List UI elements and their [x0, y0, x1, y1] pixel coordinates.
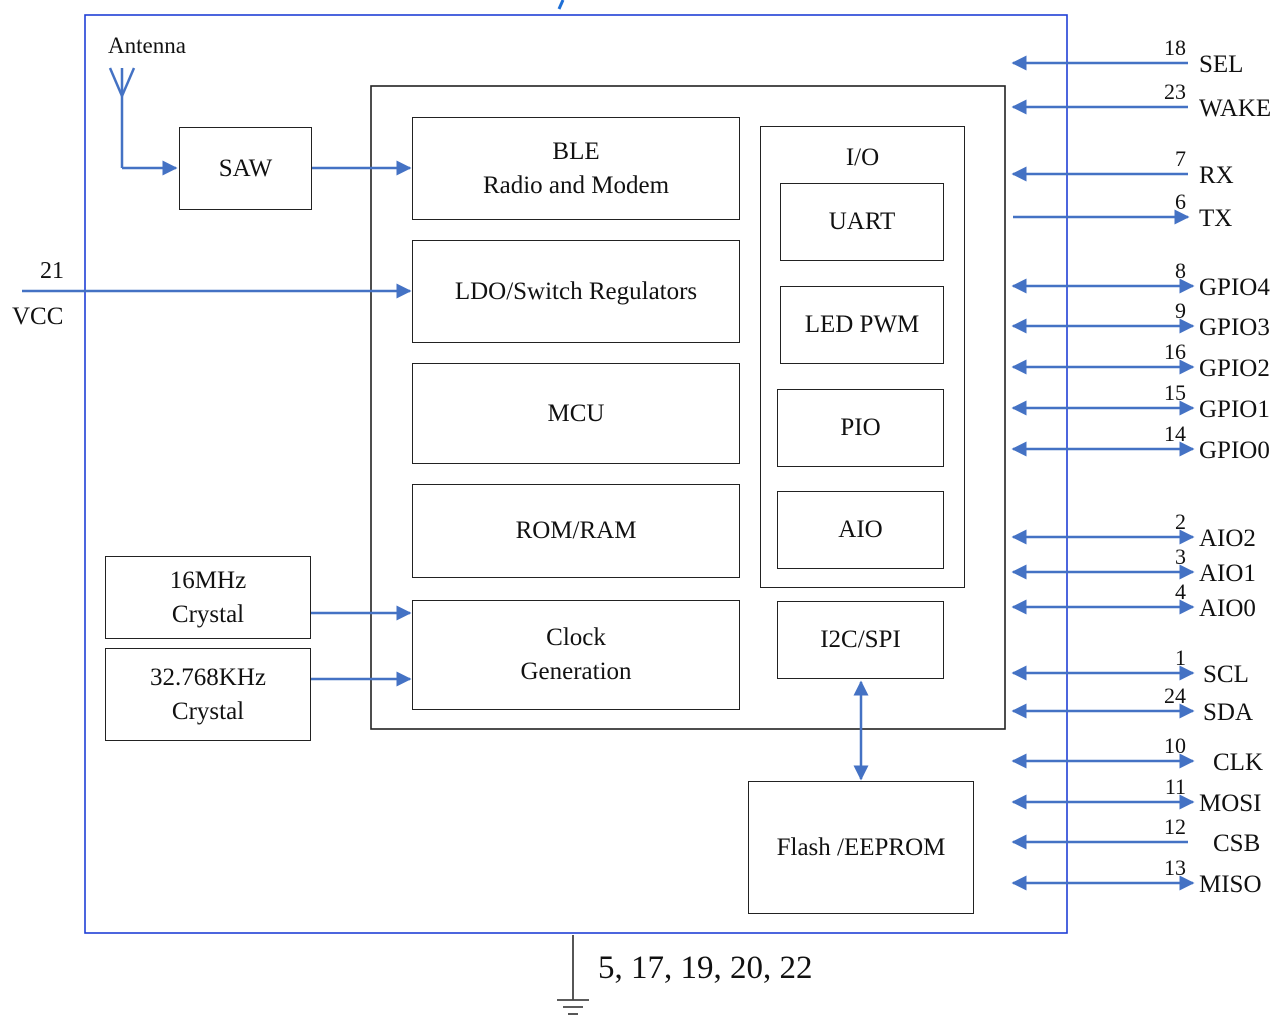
- i2c-spi-label: I2C/SPI: [820, 626, 901, 653]
- pin-signal-gpio0: GPIO0: [1199, 437, 1270, 464]
- pin-number-sda: 24: [1164, 683, 1186, 708]
- flash-eeprom-block: Flash /EEPROM: [748, 781, 974, 914]
- title-fragment: [557, 0, 565, 10]
- crystal16-label: 16MHz: [169, 566, 247, 594]
- aio-block: AIO: [777, 491, 944, 569]
- saw-label: SAW: [218, 154, 273, 182]
- antenna-icon: [108, 67, 136, 168]
- pin-number-miso: 13: [1164, 855, 1186, 880]
- pin-signal-rx: RX: [1199, 162, 1234, 189]
- clock-sublabel: Generation: [520, 658, 632, 685]
- pin-number-aio2: 2: [1175, 509, 1186, 534]
- clock-generation-block: Clock Generation: [412, 600, 740, 710]
- pin-number-gpio1: 15: [1164, 380, 1186, 405]
- mcu-block: MCU: [412, 363, 740, 464]
- ble-sublabel: Radio and Modem: [482, 171, 670, 199]
- pin-signal-gpio3: GPIO3: [1199, 314, 1270, 341]
- ground-icon: [557, 935, 589, 1015]
- antenna-label: Antenna: [108, 33, 186, 58]
- pin-signal-miso: MISO: [1199, 871, 1262, 898]
- pin-signal-wake: WAKE: [1199, 95, 1272, 122]
- pin-signal-aio1: AIO1: [1199, 560, 1256, 587]
- vcc-pin-number: 21: [40, 258, 64, 284]
- pio-block: PIO: [777, 389, 944, 467]
- pin-number-sel: 18: [1164, 35, 1186, 60]
- crystal32-label: 32.768KHz: [150, 663, 266, 691]
- ldo-label: LDO/Switch Regulators: [454, 277, 698, 305]
- chip-outline: [370, 85, 1006, 730]
- pin-number-gpio3: 9: [1175, 298, 1186, 323]
- pin-number-csb: 12: [1164, 814, 1186, 839]
- pin-signal-tx: TX: [1199, 205, 1233, 232]
- pio-label: PIO: [840, 414, 881, 441]
- crystal16-sublabel: Crystal: [171, 600, 245, 628]
- rom-ram-label: ROM/RAM: [515, 517, 637, 544]
- pin-signal-clk: CLK: [1213, 749, 1263, 776]
- pin-signal-scl: SCL: [1203, 661, 1249, 688]
- pin-signal-sda: SDA: [1203, 699, 1254, 726]
- ldo-block: LDO/Switch Regulators: [412, 240, 740, 343]
- ground-pins-label: 5, 17, 19, 20, 22: [598, 950, 813, 986]
- flash-label: Flash /EEPROM: [776, 833, 946, 861]
- io-title: I/O: [845, 144, 880, 171]
- crystal-16mhz-block: 16MHz Crystal: [105, 556, 311, 639]
- mcu-label: MCU: [547, 399, 605, 427]
- pin-number-clk: 10: [1164, 733, 1186, 758]
- pin-signal-aio0: AIO0: [1199, 595, 1256, 622]
- pin-signal-gpio2: GPIO2: [1199, 355, 1270, 382]
- pin-number-aio0: 4: [1175, 579, 1186, 604]
- pin-number-scl: 1: [1175, 645, 1186, 670]
- rom-ram-block: ROM/RAM: [412, 484, 740, 578]
- pin-signal-aio2: AIO2: [1199, 525, 1256, 552]
- i2c-spi-block: I2C/SPI: [777, 601, 944, 679]
- pin-signal-csb: CSB: [1213, 830, 1261, 857]
- pin-number-mosi: 11: [1164, 774, 1186, 799]
- saw-block: SAW: [179, 127, 312, 210]
- pin-number-aio1: 3: [1175, 544, 1186, 569]
- vcc-label: VCC: [12, 303, 64, 330]
- uart-label: UART: [828, 208, 896, 235]
- pin-number-tx: 6: [1175, 189, 1186, 214]
- pin-signal-gpio1: GPIO1: [1199, 396, 1270, 423]
- pin-number-gpio0: 14: [1164, 421, 1186, 446]
- crystal-32khz-block: 32.768KHz Crystal: [105, 648, 311, 741]
- ble-block: BLE Radio and Modem: [412, 117, 740, 220]
- pin-number-rx: 7: [1175, 146, 1186, 171]
- clock-label: Clock: [546, 624, 606, 651]
- pin-signal-gpio4: GPIO4: [1199, 274, 1270, 301]
- crystal32-sublabel: Crystal: [171, 697, 245, 725]
- ble-label: BLE: [552, 137, 600, 165]
- led-pwm-block: LED PWM: [780, 286, 944, 364]
- pin-number-gpio4: 8: [1175, 258, 1186, 283]
- uart-block: UART: [780, 183, 944, 261]
- pin-signal-mosi: MOSI: [1199, 790, 1262, 817]
- pin-number-gpio2: 16: [1164, 339, 1186, 364]
- module-outline: [84, 14, 1068, 934]
- aio-label: AIO: [838, 516, 883, 543]
- pin-number-wake: 23: [1164, 79, 1186, 104]
- pin-arrows: [1011, 55, 1195, 891]
- led-pwm-label: LED PWM: [804, 311, 920, 338]
- pin-signal-sel: SEL: [1199, 51, 1244, 78]
